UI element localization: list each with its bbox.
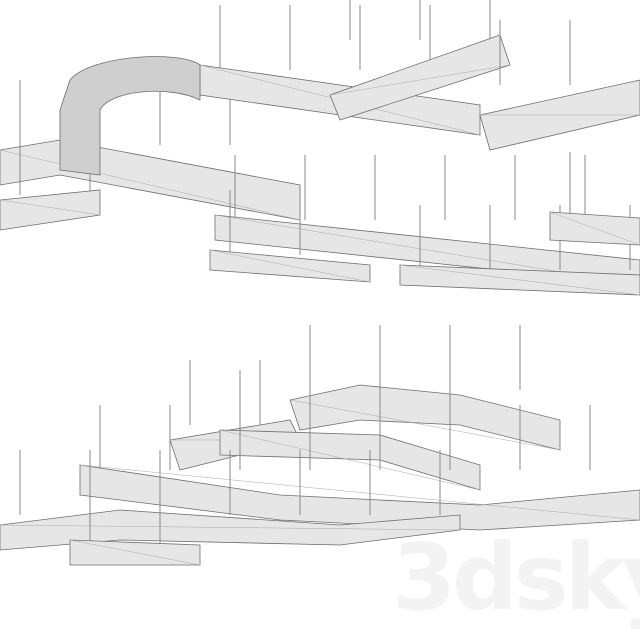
duct-segment [79,464,640,531]
duct-elbow [59,56,201,176]
watermark-3dsky: 3dsky [392,524,640,631]
duct-segment [0,189,101,231]
